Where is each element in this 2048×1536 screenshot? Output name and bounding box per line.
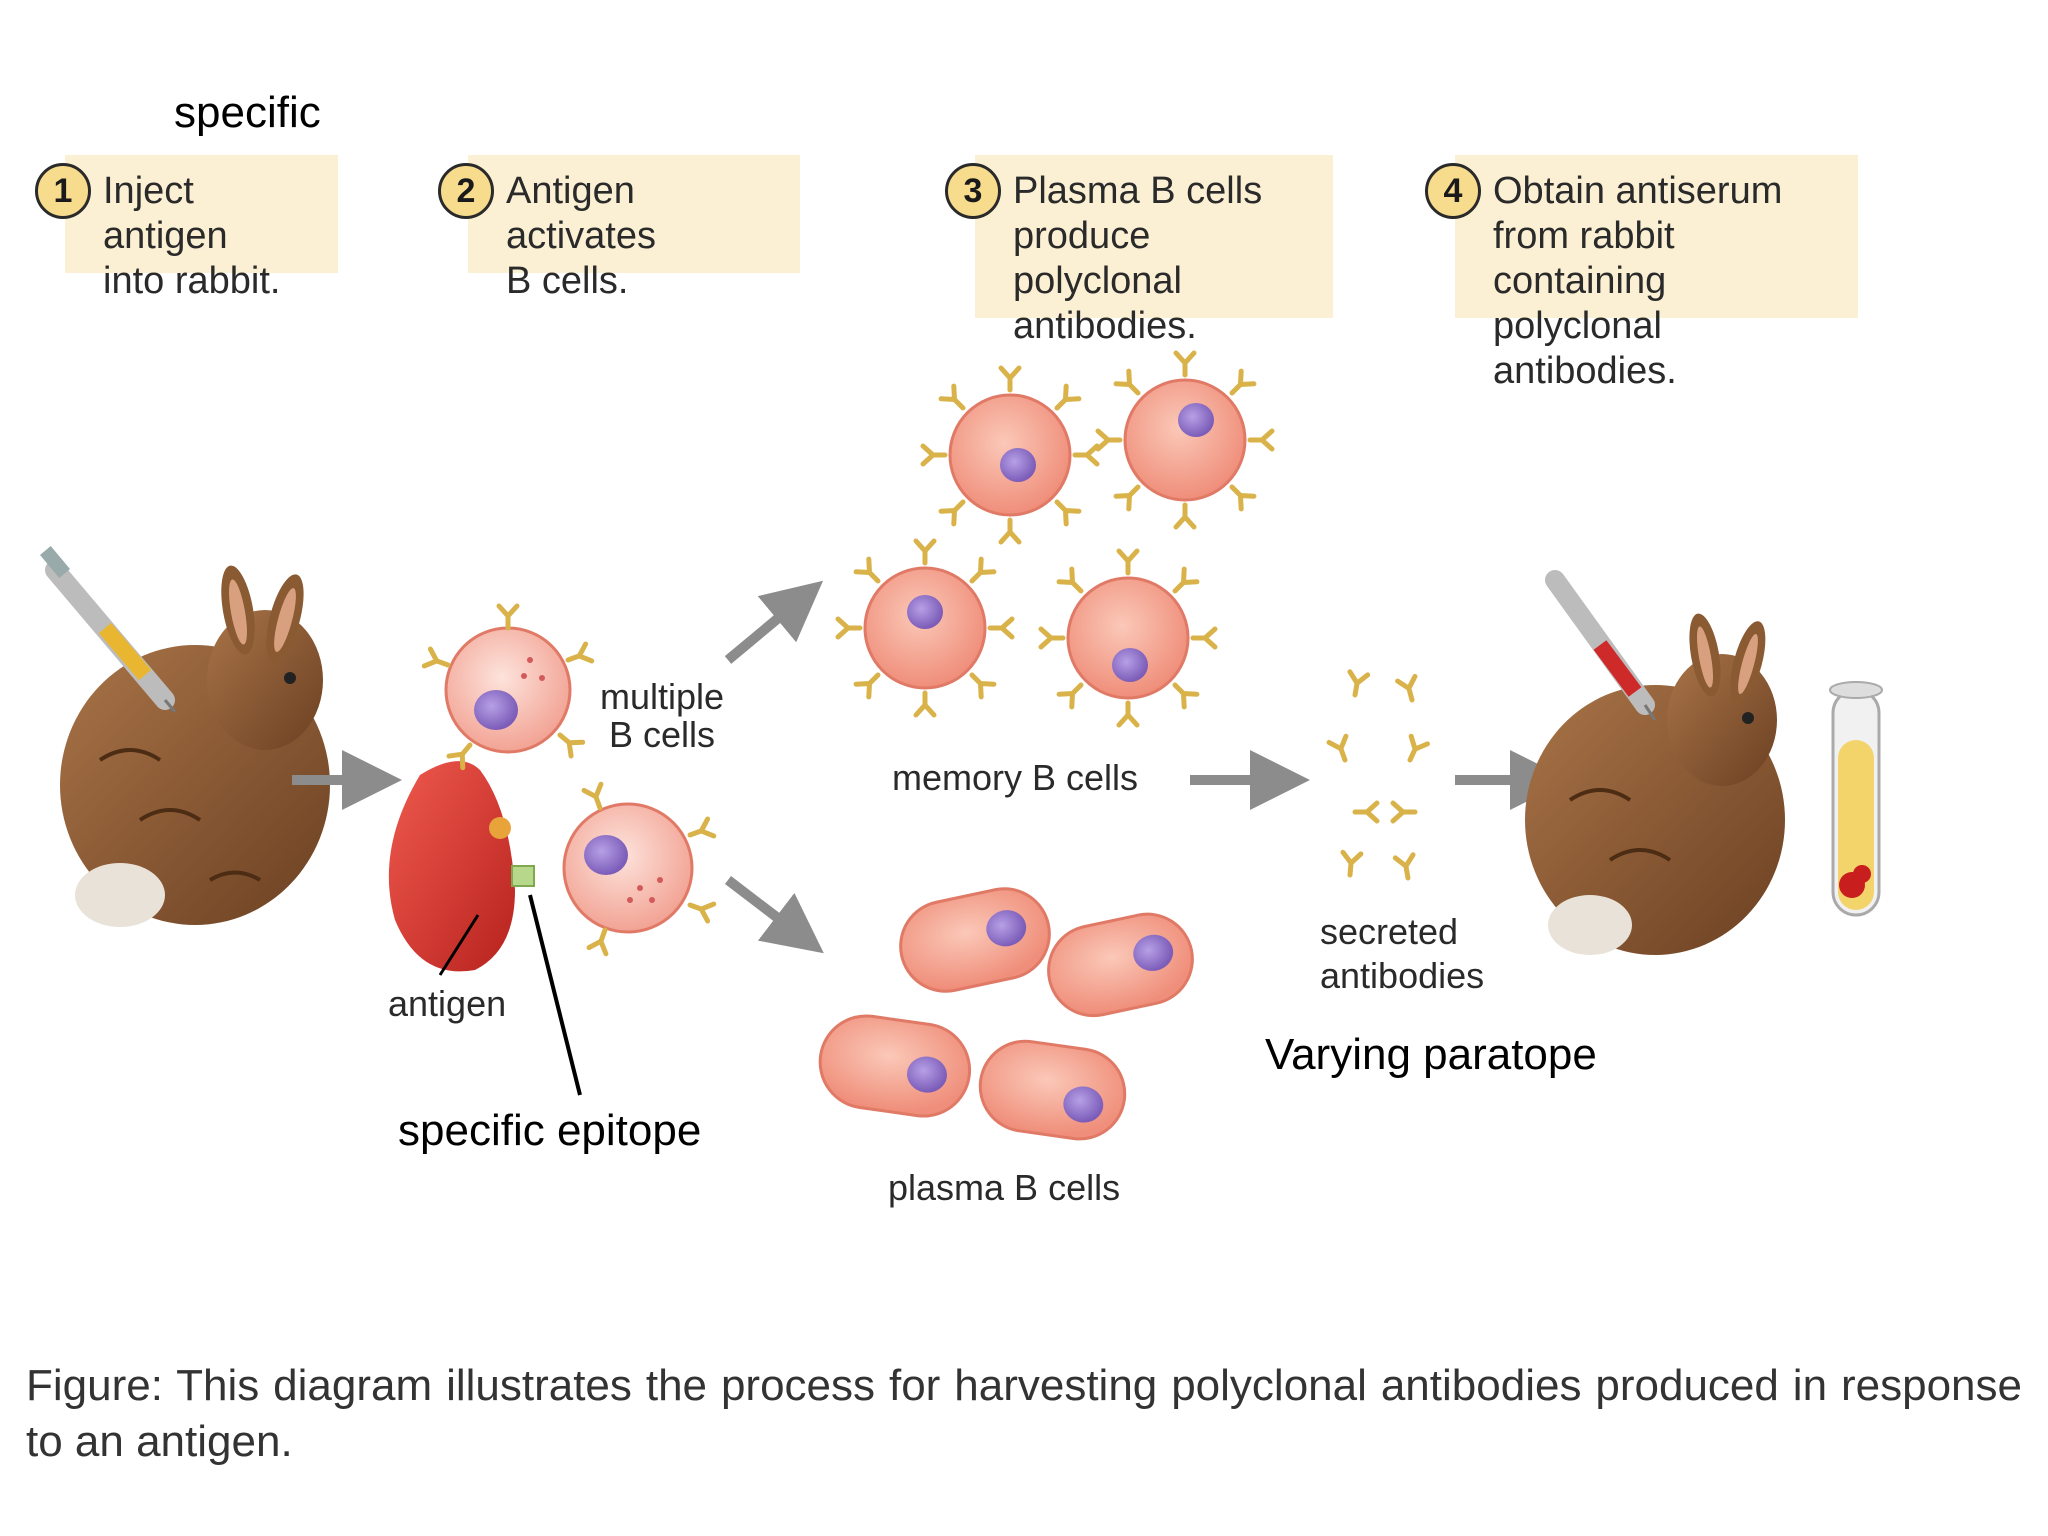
annotation-specific-epitope: specific epitope — [398, 1106, 702, 1155]
step-1-badge: 1 — [35, 163, 91, 219]
label-multiple-b-cells: multiple B cells — [600, 676, 725, 755]
plasma-b-cell — [978, 1039, 1127, 1141]
plasma-b-cell — [899, 887, 1051, 993]
flow-arrows — [292, 580, 1570, 954]
antigen-pointer-line — [438, 914, 480, 976]
test-tube-icon — [1829, 681, 1883, 917]
memory-b-cell — [1098, 353, 1272, 527]
label-plasma-b-cells: plasma B cells — [888, 1167, 1121, 1208]
memory-b-cell — [1041, 551, 1215, 725]
step-1-box: Inject antigen into rabbit. — [65, 155, 338, 302]
arrow-to-memory-cells — [724, 580, 824, 664]
step-1-text: Inject antigen into rabbit. — [103, 170, 281, 302]
rabbit-right-icon — [1525, 613, 1785, 955]
plasma-b-cells — [818, 887, 1194, 1141]
memory-b-cell — [923, 368, 1097, 542]
step-4-badge: 4 — [1425, 163, 1481, 219]
memory-b-cell — [838, 541, 1012, 715]
syringe-right-icon — [1545, 570, 1657, 721]
plasma-b-cell — [1047, 912, 1194, 1018]
arrow-to-plasma-cells — [724, 876, 824, 954]
label-secreted-antibodies: secreted antibodies — [1320, 911, 1485, 996]
step-2-badge: 2 — [438, 163, 494, 219]
step-3-text: Plasma B cells produce polyclonal antibo… — [1013, 170, 1263, 347]
label-memory-b-cells: memory B cells — [892, 757, 1139, 798]
step-2-box: Antigen activates B cells. — [468, 155, 800, 302]
b-cell-top — [424, 606, 592, 768]
figure-caption: Figure: This diagram illustrates the pro… — [26, 1361, 2022, 1466]
annotation-specific: specific — [174, 88, 321, 137]
step-3-badge: 3 — [945, 163, 1001, 219]
step-2-text: Antigen activates B cells. — [506, 170, 656, 302]
secreted-antibodies — [1329, 672, 1427, 880]
plasma-b-cell — [818, 1014, 972, 1118]
epitope-pointer-line — [528, 894, 582, 1096]
step-4-text: Obtain antiserum from rabbit containing … — [1493, 170, 1783, 392]
b-cell-bottom — [562, 784, 714, 954]
antigen-shape — [388, 761, 535, 972]
annotation-varying-paratope: Varying paratope — [1265, 1030, 1597, 1079]
rabbit-left-icon — [60, 565, 330, 927]
syringe-left-icon — [39, 546, 177, 713]
step-3-box: Plasma B cells produce polyclonal antibo… — [975, 155, 1333, 347]
step-4-box: Obtain antiserum from rabbit containing … — [1455, 155, 1858, 392]
label-antigen: antigen — [388, 983, 507, 1024]
memory-b-cells — [838, 353, 1272, 725]
